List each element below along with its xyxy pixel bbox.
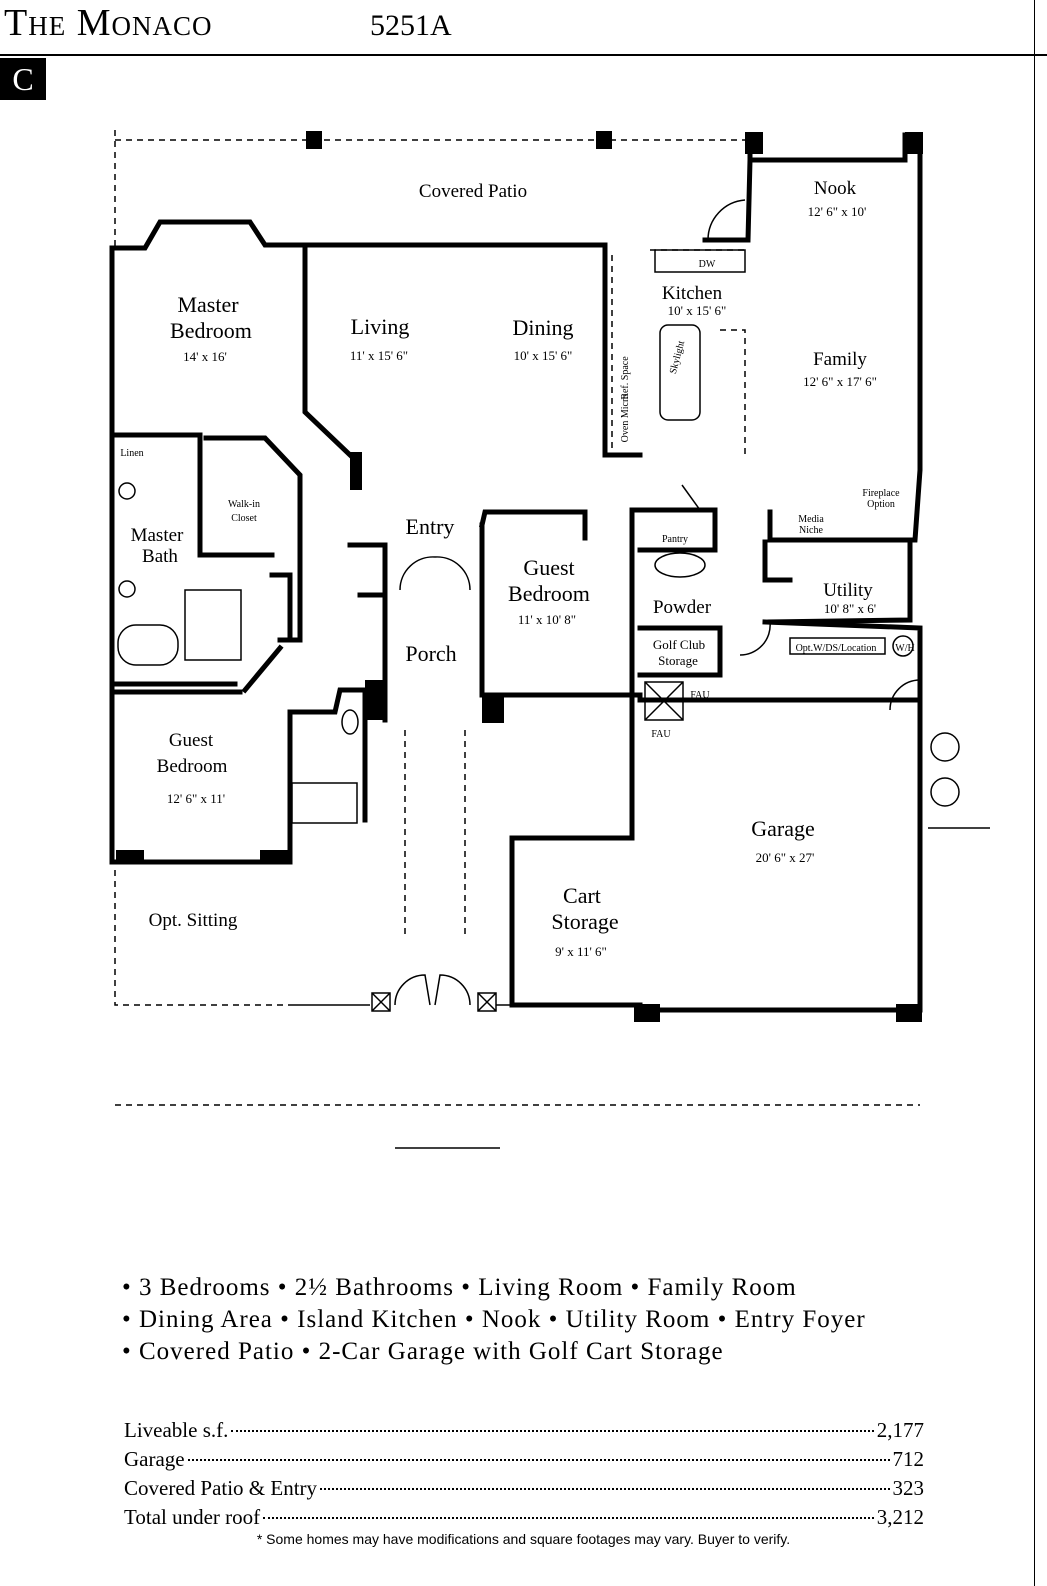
label-walk-in-2: Closet [231, 513, 257, 524]
label-master-bath-1: Master [131, 525, 184, 546]
sf-row-total: Total under roof 3,212 [124, 1505, 924, 1534]
sf-value: 712 [892, 1447, 925, 1471]
label-guest-bedroom-2: Bedroom [508, 581, 590, 606]
label-master-bath-2: Bath [142, 546, 178, 567]
dim-master-bedroom: 14' x 16' [183, 349, 227, 364]
label-family: Family [813, 349, 867, 370]
sf-row-garage: Garage 712 [124, 1447, 924, 1476]
dim-cart-storage: 9' x 11' 6" [555, 944, 607, 959]
label-wh: W/H [895, 643, 914, 654]
label-cart-storage-2: Storage [551, 909, 618, 934]
label-guest-bedroom-1: Guest [523, 555, 574, 580]
dim-dining: 10' x 15' 6" [514, 348, 573, 363]
label-nook: Nook [814, 178, 857, 199]
sf-value: 3,212 [876, 1505, 924, 1529]
label-golf-club-1: Golf Club [653, 637, 705, 652]
posts [116, 131, 923, 1022]
label-walk-in-1: Walk-in [228, 499, 260, 510]
dim-living: 11' x 15' 6" [350, 348, 408, 363]
header-rule [0, 54, 1047, 56]
plan-title: The Monaco [4, 2, 213, 44]
sf-label: Liveable s.f. [124, 1418, 229, 1442]
label-master-bedroom-2: Bedroom [170, 318, 252, 343]
dim-guest-bedroom: 11' x 10' 8" [518, 612, 576, 627]
label-opt-sitting: Opt. Sitting [149, 910, 238, 931]
floor-plan: Covered Patio Nook 12' 6" x 10' Master B… [109, 130, 990, 1149]
label-utility: Utility [823, 580, 873, 601]
dot-leader [263, 1517, 874, 1519]
dim-nook: 12' 6" x 10' [808, 204, 867, 219]
label-living: Living [351, 314, 410, 339]
label-ref-space: Ref. Space [620, 356, 631, 400]
dim-utility: 10' 8" x 6' [824, 601, 876, 616]
label-cart-storage-1: Cart [563, 883, 601, 908]
dot-leader [231, 1430, 874, 1432]
label-porch: Porch [405, 641, 456, 666]
dim-family: 12' 6" x 17' 6" [803, 374, 877, 389]
label-golf-club-2: Storage [658, 653, 698, 668]
sf-row-patio-entry: Covered Patio & Entry 323 [124, 1476, 924, 1505]
walls [109, 132, 923, 1013]
disclaimer: * Some homes may have modifications and … [256, 1531, 791, 1547]
square-footage-table: Liveable s.f. 2,177 Garage 712 Covered P… [124, 1418, 924, 1534]
label-master-bedroom-1: Master [177, 292, 239, 317]
sf-row-liveable: Liveable s.f. 2,177 [124, 1418, 924, 1447]
feature-list: • 3 Bedrooms • 2½ Bathrooms • Living Roo… [122, 1272, 932, 1368]
label-kitchen: Kitchen [662, 283, 723, 304]
sf-label: Garage [124, 1447, 185, 1471]
label-skylight: Skylight [668, 339, 687, 375]
label-guest-bedroom2-1: Guest [169, 730, 214, 751]
label-covered-patio: Covered Patio [419, 181, 527, 202]
label-media-niche-2: Niche [799, 525, 823, 536]
dot-leader [187, 1459, 890, 1461]
elevation-badge: C [0, 58, 46, 100]
dot-leader [320, 1488, 890, 1490]
label-pantry: Pantry [662, 534, 688, 545]
label-fireplace-2: Option [867, 499, 895, 510]
label-media-niche-1: Media [798, 514, 824, 525]
label-guest-bedroom2-2: Bedroom [157, 756, 228, 777]
dim-guest-bedroom2: 12' 6" x 11' [167, 791, 225, 806]
label-garage: Garage [751, 816, 815, 841]
feature-line: • 3 Bedrooms • 2½ Bathrooms • Living Roo… [122, 1274, 797, 1301]
page-edge-line [1034, 0, 1035, 1586]
label-fireplace-1: Fireplace [862, 488, 900, 499]
sf-value: 323 [892, 1476, 925, 1500]
label-linen: Linen [120, 448, 143, 459]
label-fau-2: FAU [651, 729, 671, 740]
label-opt-wd: Opt.W/DS/Location [796, 643, 877, 654]
sf-value: 2,177 [876, 1418, 924, 1442]
feature-line: • Covered Patio • 2-Car Garage with Golf… [122, 1338, 724, 1365]
label-entry: Entry [406, 514, 455, 539]
sf-label: Covered Patio & Entry [124, 1476, 318, 1500]
label-dw: DW [699, 259, 716, 270]
door-swings [394, 199, 921, 1006]
fixtures [117, 249, 960, 824]
label-dining: Dining [512, 315, 573, 340]
label-oven-micro: Oven Micro [620, 394, 631, 443]
label-powder: Powder [653, 597, 712, 618]
model-number: 5251A [370, 9, 452, 42]
label-fau-1: FAU [690, 690, 710, 701]
sf-label: Total under roof [124, 1505, 261, 1529]
dim-kitchen: 10' x 15' 6" [668, 303, 727, 318]
feature-line: • Dining Area • Island Kitchen • Nook • … [122, 1306, 866, 1333]
dim-garage: 20' 6" x 27' [756, 850, 815, 865]
